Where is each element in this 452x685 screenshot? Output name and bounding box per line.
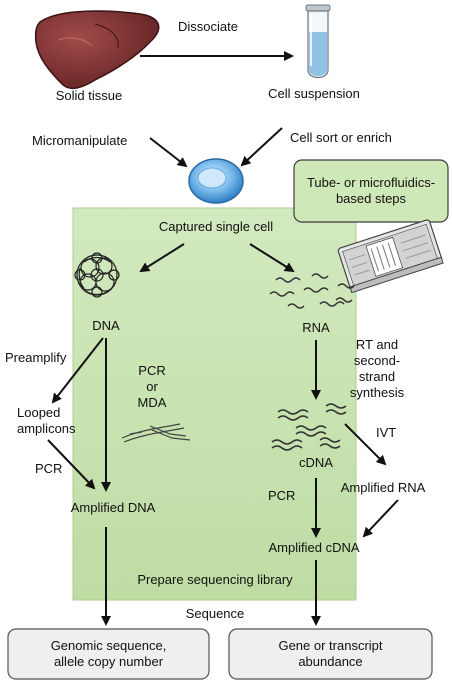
flow-arrows	[47, 51, 399, 626]
microfluidics-chip-icon	[337, 219, 444, 294]
label-cdna: cDNA	[299, 455, 333, 470]
genomic-box-label: Genomic sequence, allele copy number	[50, 638, 167, 669]
label-ivt: IVT	[376, 425, 397, 440]
label-captured-cell: Captured single cell	[158, 219, 274, 234]
label-dna: DNA	[92, 318, 120, 333]
amplicon-strands-icon	[121, 423, 191, 443]
single-cell-icon	[188, 158, 244, 204]
label-amplified-dna: Amplified DNA	[70, 500, 156, 515]
dna-coil-icon	[74, 252, 120, 298]
label-sequence: Sequence	[185, 606, 245, 621]
cdna-strands-icon	[271, 403, 347, 451]
label-preamplify: Preamplify	[5, 350, 67, 365]
arrow-amplified-rna-to-cdna	[362, 499, 399, 538]
label-rt-second-strand: RT and second-strand synthesis	[349, 337, 405, 400]
label-pcr-right: PCR	[268, 488, 296, 503]
label-cell-suspension: Cell suspension	[268, 86, 360, 101]
arrow-preamplify	[51, 337, 104, 404]
arrow-micromanipulate	[149, 137, 188, 168]
label-rna: RNA	[302, 320, 330, 335]
liver-organ-icon	[34, 10, 160, 90]
label-pcr-or-mda: PCR or MDA	[137, 363, 167, 410]
label-looped-amplicons: Looped amplicons	[17, 405, 76, 436]
tube-box	[293, 159, 449, 223]
genomic-result-box	[7, 628, 210, 680]
label-prepare-library: Prepare sequencing library	[137, 572, 293, 587]
test-tube-icon	[305, 4, 331, 79]
gene-result-box	[228, 628, 433, 680]
label-cell-sort: Cell sort or enrich	[290, 130, 392, 145]
rna-strands-icon	[269, 273, 355, 309]
label-micromanipulate: Micromanipulate	[32, 133, 128, 148]
arrow-to-dna	[139, 243, 185, 273]
label-amplified-cdna: Amplified cDNA	[268, 540, 360, 555]
label-dissociate: Dissociate	[178, 19, 238, 34]
arrow-pcr-left	[47, 439, 96, 490]
arrow-ivt	[344, 423, 387, 466]
gene-box-label: Gene or transcript abundance	[278, 638, 383, 669]
tube-box-label: Tube- or microfluidics- based steps	[306, 175, 436, 206]
arrow-to-rna	[249, 243, 295, 273]
label-amplified-rna: Amplified RNA	[340, 480, 426, 495]
label-solid-tissue: Solid tissue	[55, 88, 123, 103]
arrow-cell-sort	[240, 127, 283, 167]
label-pcr-left: PCR	[35, 461, 63, 476]
workflow-panel	[72, 207, 357, 601]
